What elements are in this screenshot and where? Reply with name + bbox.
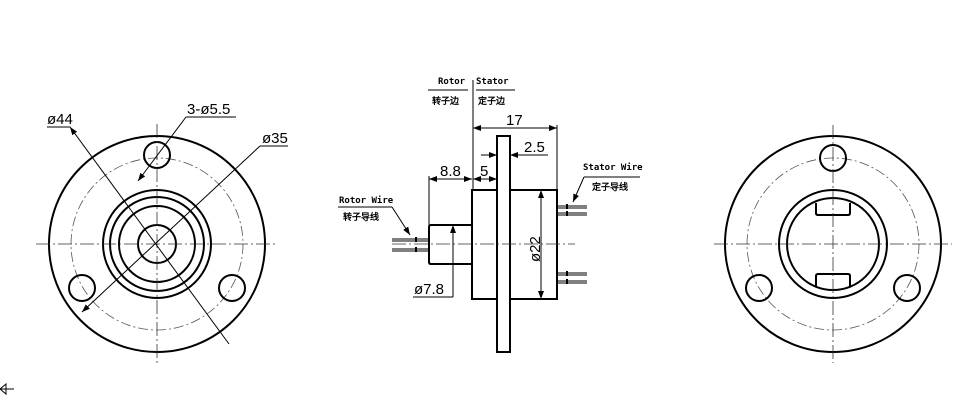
stator-label: Stator — [476, 77, 509, 87]
dim-outer-diameter: ø44 — [47, 111, 73, 128]
dim-mount-holes: 3-ø5.5 — [187, 101, 230, 118]
mount-hole-left-right — [745, 274, 773, 302]
stator-wires — [557, 204, 587, 284]
body-rotor-side — [471, 189, 497, 300]
stator-label-cn: 定子边 — [477, 95, 506, 107]
side-view: Rotor 转子边 Stator 定子边 17 2.5 8.8 5 ø22 ø7… — [338, 77, 643, 353]
left-view: ø44 3-ø5.5 ø35 — [36, 101, 288, 364]
dim-shaft-diameter: ø7.8 — [414, 281, 444, 298]
rotor-wire-label-cn: 转子导线 — [343, 211, 379, 223]
right-view — [714, 125, 952, 363]
dim-body-diameter: ø22 — [527, 236, 544, 262]
mount-hole-left — [68, 274, 96, 302]
projection-symbol-icon — [0, 382, 14, 396]
body-stator-side — [510, 189, 558, 300]
mount-hole-right — [218, 274, 246, 302]
stator-wire-label: Stator Wire — [583, 162, 643, 173]
rotor-label-cn: 转子边 — [432, 95, 460, 107]
dim-total-length: 17 — [506, 112, 523, 129]
rotor-shaft — [428, 224, 472, 265]
dim-flange-thickness: 2.5 — [524, 139, 545, 156]
rotor-label: Rotor — [438, 77, 466, 87]
rotor-wire-label: Rotor Wire — [339, 195, 394, 206]
stator-wire-label-cn: 定子导线 — [591, 181, 628, 193]
dim-pitch-diameter: ø35 — [262, 130, 288, 147]
rotor-wires — [392, 237, 429, 252]
dim-body-to-flange: 5 — [480, 163, 488, 180]
dim-shaft-length: 8.8 — [440, 163, 461, 180]
mount-hole-right-right — [893, 274, 921, 302]
